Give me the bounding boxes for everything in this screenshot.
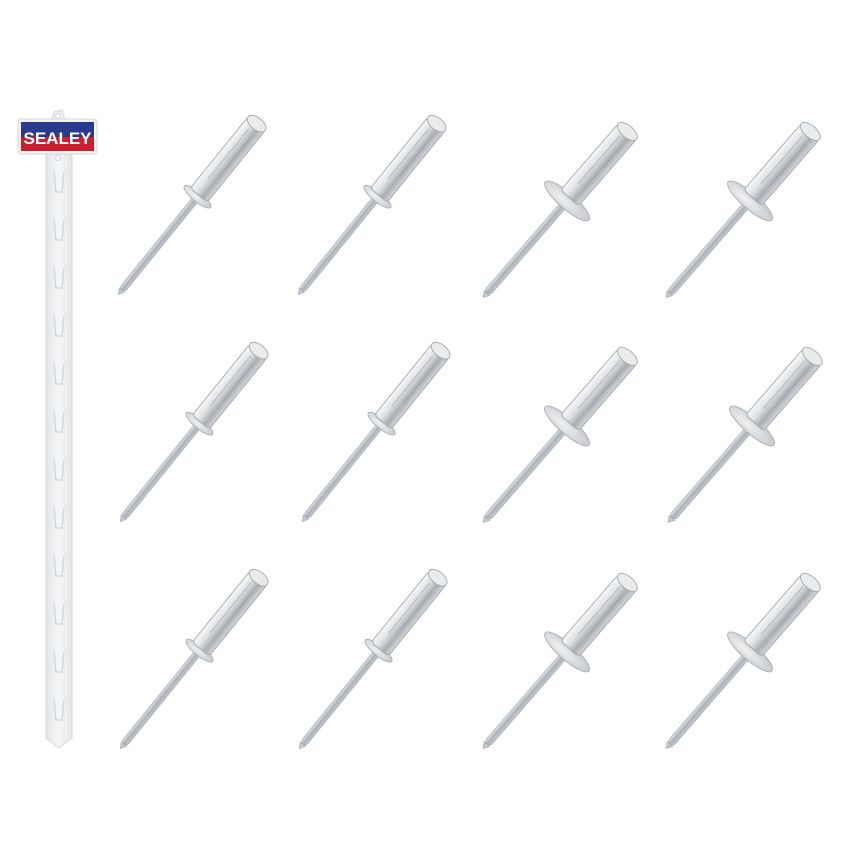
rivet-r2-c1 xyxy=(106,334,277,533)
rivet-r2-c2 xyxy=(288,334,459,533)
rivet-r3-c1 xyxy=(106,561,277,760)
rivet-r3-c4 xyxy=(643,558,837,769)
rivet-r1-c1 xyxy=(104,107,275,306)
rivet-r1-c3 xyxy=(460,107,654,318)
rivet-r2-c4 xyxy=(645,332,839,543)
rivet-r1-c4 xyxy=(643,107,837,318)
rivet-r3-c3 xyxy=(460,558,654,769)
rivet-r2-c3 xyxy=(460,332,654,543)
clip-strip xyxy=(45,109,73,749)
rivet-r1-c2 xyxy=(284,107,455,306)
brand-logo-text: SEALEY xyxy=(23,129,92,148)
rivet-r3-c2 xyxy=(285,561,456,760)
sealey-brand-label: SEALEY xyxy=(17,118,98,155)
strip-hooks xyxy=(53,171,65,721)
rivet-grid xyxy=(104,107,839,769)
